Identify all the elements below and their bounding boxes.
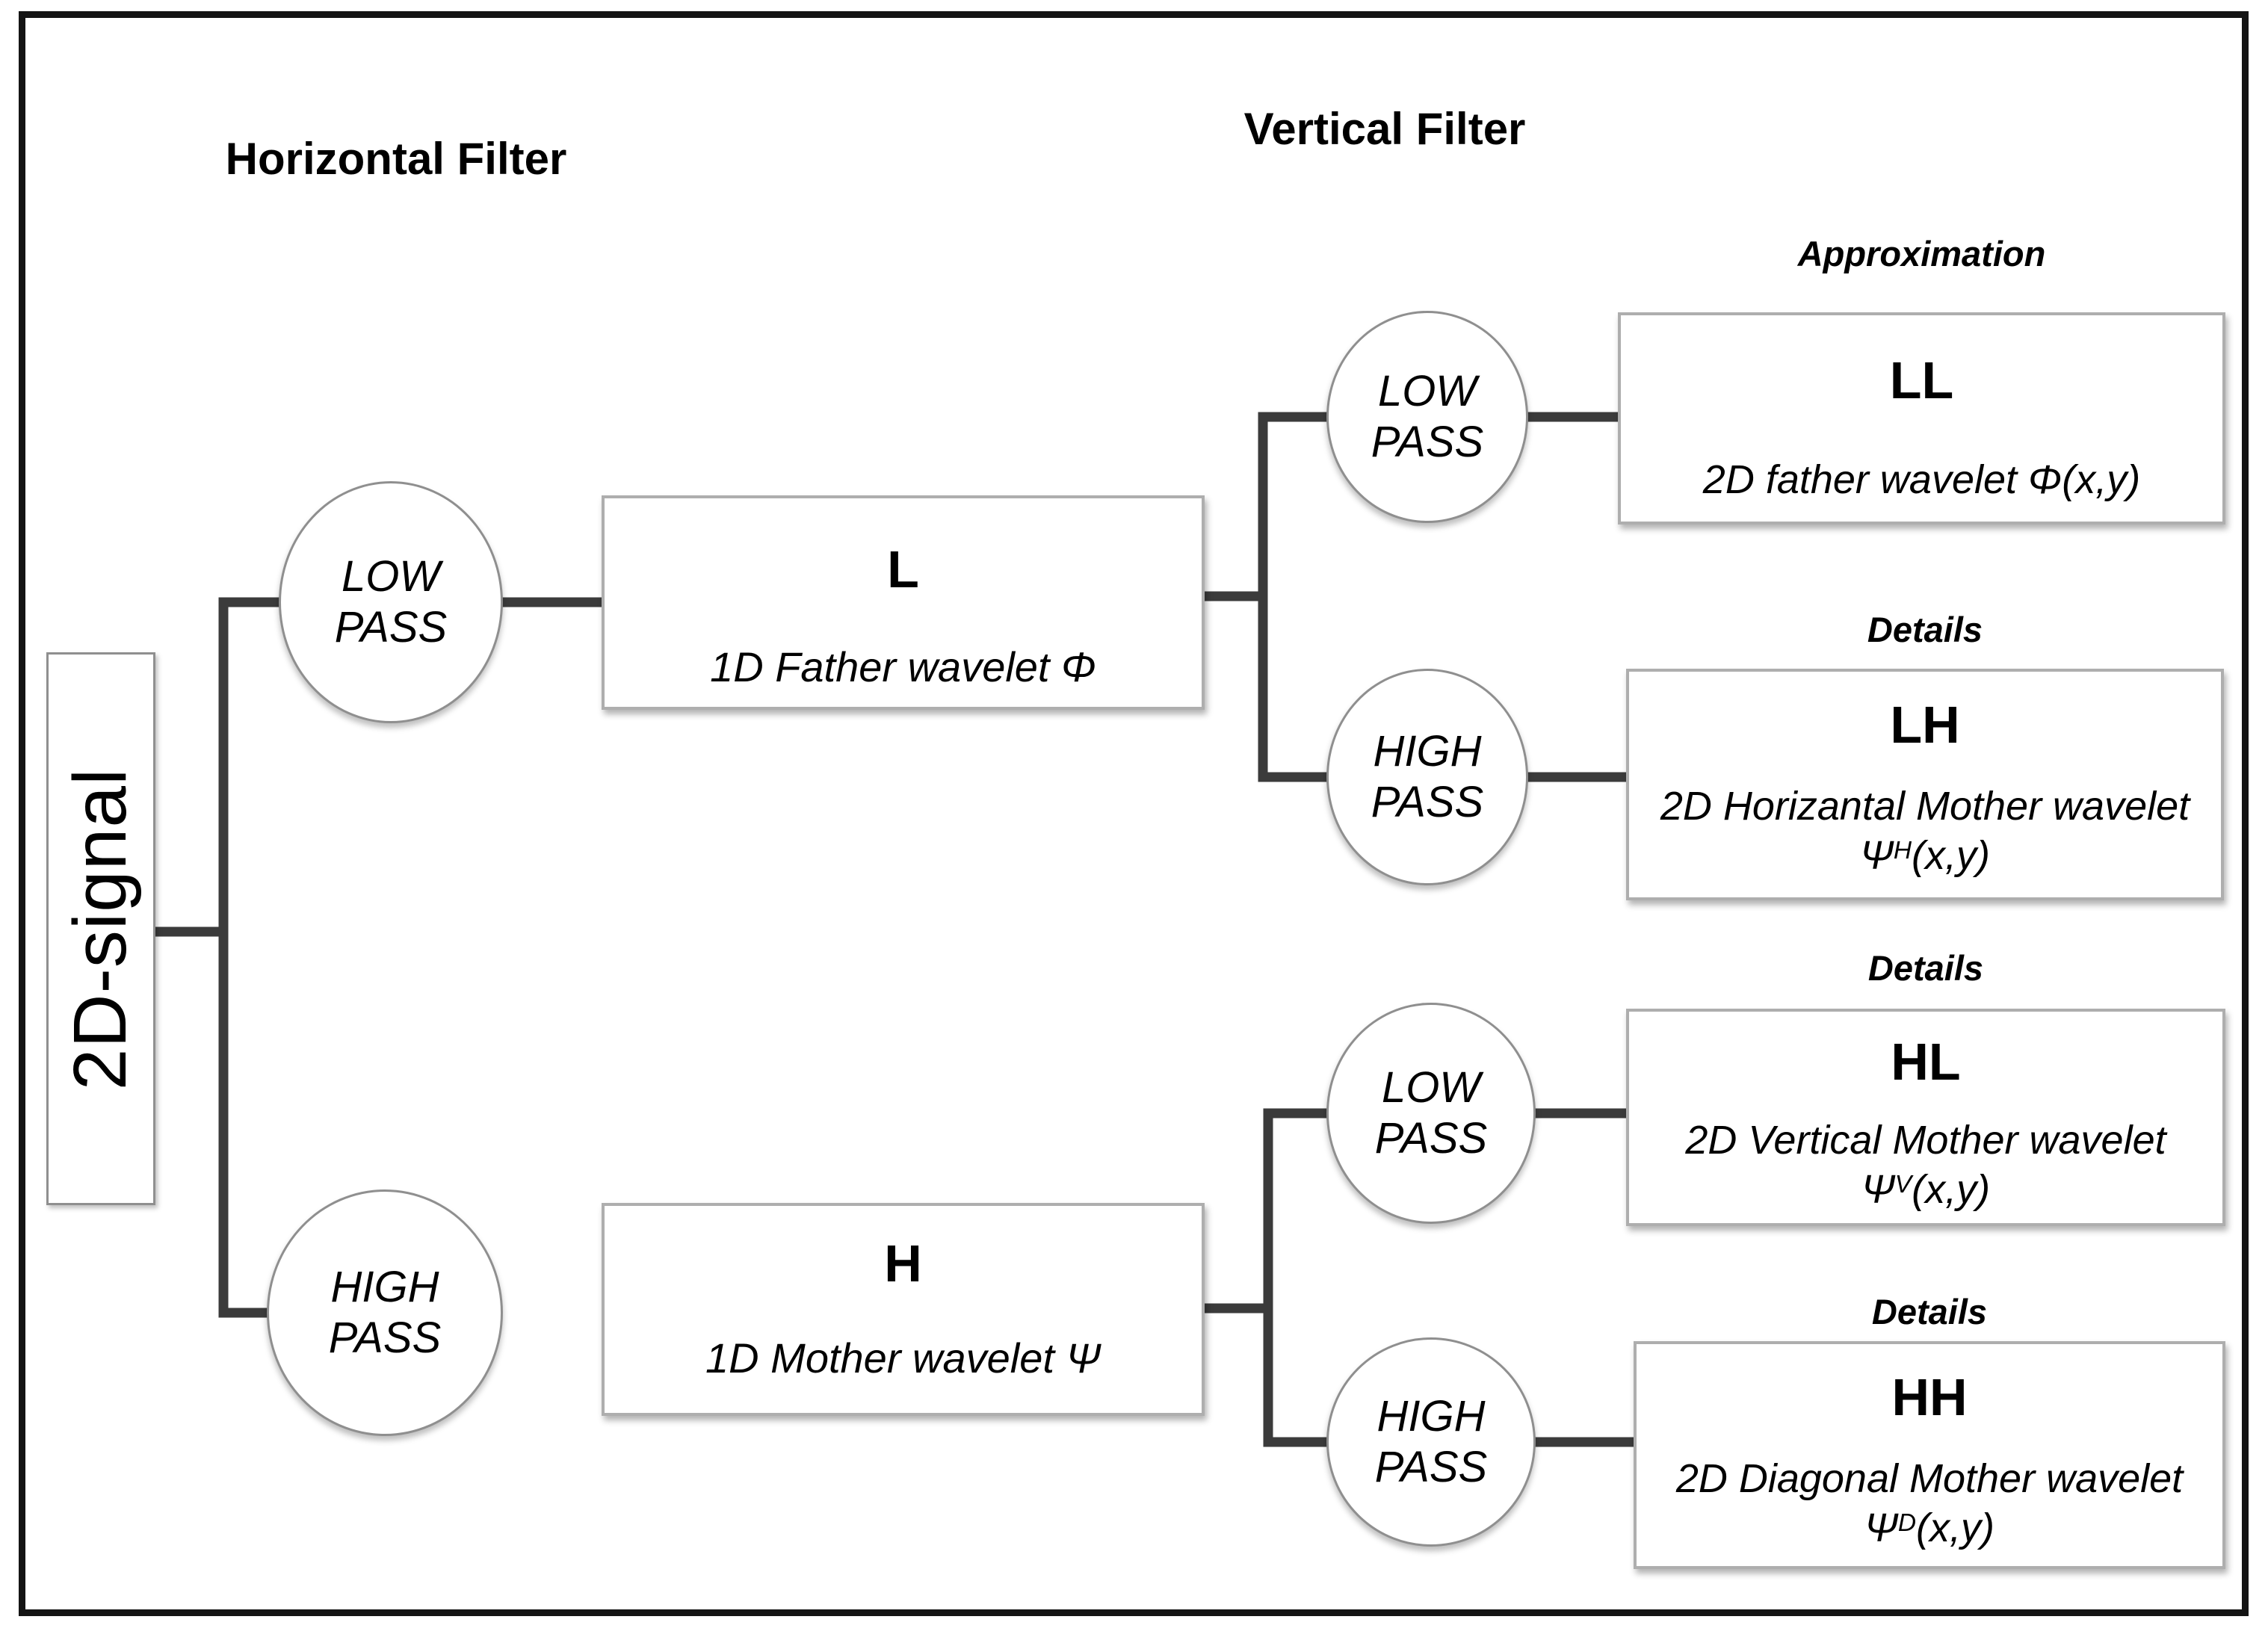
filter-label-line2: PASS [1374, 1443, 1488, 1491]
filter-label-line2: PASS [328, 1314, 442, 1362]
l-subband-description: 1D Father wavelet Φ [710, 643, 1096, 690]
hl-subband-title: HL [1891, 1033, 1961, 1091]
horizontal-low-pass-filter: LOW PASS [279, 481, 503, 723]
l-subband-box: L 1D Father wavelet Φ [602, 495, 1205, 710]
formula-args: (x,y) [1912, 1166, 1991, 1212]
filter-label-line2: PASS [334, 603, 448, 652]
diagram-border [19, 11, 2249, 1616]
h-subband-box: H 1D Mother wavelet Ψ [602, 1203, 1205, 1416]
details-label-hh: Details [1871, 1292, 1988, 1331]
ll-subband-title: LL [1889, 351, 1954, 409]
filter-label-line2: PASS [1371, 778, 1484, 826]
hh-subband-description: 2D Diagonal Mother wavelet ΨD(x,y) [1676, 1455, 2183, 1553]
formula-base: Ψ [1860, 832, 1894, 878]
formula-args: (x,y) [1916, 1505, 1994, 1550]
hl-subband-description-line: 2D Vertical Mother wavelet [1685, 1118, 2166, 1163]
filter-label-line1: HIGH [1376, 1391, 1486, 1441]
formula-superscript: D [1897, 1509, 1917, 1537]
formula-base: Ψ [1864, 1505, 1898, 1550]
vertical-high-pass-filter-top: HIGH PASS [1326, 669, 1528, 885]
formula-superscript: H [1893, 836, 1912, 864]
input-signal-label: 2D-signal [58, 767, 143, 1090]
lh-subband-description-line: 2D Horizantal Mother wavelet [1660, 784, 2190, 829]
vertical-low-pass-filter-bottom: LOW PASS [1326, 1003, 1536, 1224]
lh-subband-title: LH [1890, 696, 1960, 754]
hl-subband-description: 2D Vertical Mother wavelet ΨV(x,y) [1685, 1116, 2166, 1215]
hl-subband-box: HL 2D Vertical Mother wavelet ΨV(x,y) [1626, 1009, 2225, 1226]
h-subband-description: 1D Mother wavelet Ψ [705, 1334, 1101, 1382]
input-signal-box: 2D-signal [46, 652, 155, 1205]
hh-subband-formula: ΨD(x,y) [1676, 1504, 2183, 1553]
l-subband-title: L [887, 540, 919, 598]
vertical-high-pass-filter-bottom: HIGH PASS [1326, 1337, 1536, 1547]
horizontal-filter-heading: Horizontal Filter [225, 134, 567, 184]
ll-subband-box: LL 2D father wavelet Φ(x,y) [1618, 312, 2225, 525]
ll-subband-description: 2D father wavelet Φ(x,y) [1702, 457, 2141, 502]
details-label-hl: Details [1867, 948, 1984, 988]
details-label-lh: Details [1867, 610, 1983, 649]
vertical-filter-heading: Vertical Filter [1243, 104, 1526, 154]
horizontal-high-pass-filter: HIGH PASS [267, 1189, 503, 1436]
filter-label-line1: HIGH [1373, 726, 1482, 776]
hl-subband-formula: ΨV(x,y) [1685, 1166, 2166, 1215]
filter-label-line1: LOW [1377, 366, 1477, 415]
hh-subband-title: HH [1891, 1368, 1968, 1426]
hh-subband-description-line: 2D Diagonal Mother wavelet [1675, 1456, 2184, 1501]
approximation-label: Approximation [1797, 234, 2046, 273]
lh-subband-box: LH 2D Horizantal Mother wavelet ΨH(x,y) [1626, 669, 2224, 900]
connector-vertical-branch-bottom [1263, 1108, 1335, 1447]
filter-label-line1: HIGH [330, 1262, 439, 1311]
formula-base: Ψ [1861, 1166, 1895, 1212]
formula-args: (x,y) [1912, 832, 1990, 878]
filter-label-line2: PASS [1371, 418, 1484, 466]
lh-subband-description: 2D Horizantal Mother wavelet ΨH(x,y) [1660, 782, 2190, 881]
hh-subband-box: HH 2D Diagonal Mother wavelet ΨD(x,y) [1634, 1341, 2225, 1569]
h-subband-title: H [884, 1234, 922, 1293]
lh-subband-formula: ΨH(x,y) [1660, 832, 2190, 881]
connector-horizontal-branch [218, 597, 289, 1318]
formula-superscript: V [1894, 1170, 1912, 1198]
filter-label-line2: PASS [1374, 1114, 1488, 1163]
vertical-low-pass-filter-top: LOW PASS [1326, 311, 1528, 523]
connector-vertical-branch-top [1258, 412, 1335, 782]
filter-label-line1: LOW [341, 551, 441, 601]
filter-label-line1: LOW [1381, 1062, 1481, 1112]
